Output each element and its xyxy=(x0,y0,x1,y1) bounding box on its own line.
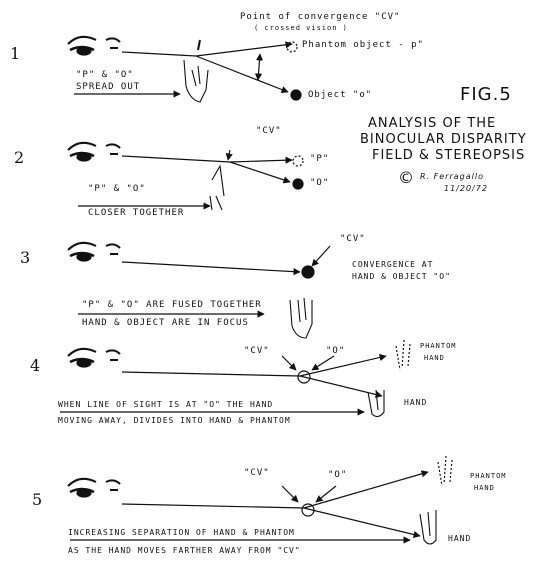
caption: Closer together xyxy=(88,208,185,218)
eyes-icon xyxy=(67,141,121,162)
caption: Spread out xyxy=(76,82,141,92)
title-line-3: FIELD & STEREOPSIS xyxy=(372,148,526,163)
phantom-label-1: Phantom xyxy=(420,342,457,350)
phantom-label-2: Hand xyxy=(474,484,495,492)
caption-line-2: Hand & object are in focus xyxy=(82,318,249,328)
cv-sub-label: ( crossed vision ) xyxy=(254,24,348,32)
panel-number-3: 3 xyxy=(20,248,31,267)
caption-line-1: Increasing separation of hand & phantom xyxy=(68,528,295,537)
object-label: Object "o" xyxy=(308,90,373,100)
convergence-label-1: Convergence at xyxy=(352,260,434,269)
hand-icon xyxy=(419,510,437,545)
caption-line-1: When line of sight is at "O" the hand xyxy=(58,400,274,409)
cv-label: Point of convergence "CV" xyxy=(240,12,401,22)
o-label: "O" xyxy=(326,346,346,356)
panel-3-art xyxy=(67,241,331,339)
panel-number-2: 2 xyxy=(14,148,25,167)
hand-label: Hand xyxy=(448,534,472,543)
caption-line-1: "P" & "O" are fused together xyxy=(82,300,262,310)
o-label: "O" xyxy=(328,470,348,480)
p-label: "P" xyxy=(310,154,330,164)
phantom-hand-icon xyxy=(437,455,453,487)
phantom-object-label: Phantom object - p" xyxy=(302,40,424,50)
panel-number-1: 1 xyxy=(10,44,21,63)
panel-4-art xyxy=(60,339,411,418)
cv-label: "CV" xyxy=(340,234,366,244)
hand-icon xyxy=(289,297,313,339)
title-line-2: BINOCULAR DISPARITY xyxy=(360,132,527,147)
eyes-icon xyxy=(67,35,121,56)
fig-label: FIG.5 xyxy=(460,84,512,105)
hand-icon xyxy=(183,59,209,103)
panel-5-art xyxy=(67,455,453,545)
eyes-icon xyxy=(67,241,121,262)
date: 11/20/72 xyxy=(444,184,488,193)
hand-label: Hand xyxy=(404,398,428,407)
hand-icon xyxy=(209,164,225,211)
po-label: "P" & "O" xyxy=(88,184,146,194)
panel-2-art xyxy=(67,141,304,211)
o-label: "O" xyxy=(310,178,330,188)
panel-1-art xyxy=(67,35,302,103)
cv-label: "CV" xyxy=(256,126,282,136)
hand-icon xyxy=(367,389,385,418)
eyes-icon xyxy=(67,477,121,498)
cv-label: "CV" xyxy=(244,346,270,356)
panel-number-5: 5 xyxy=(32,490,43,509)
author: R. Ferragallo xyxy=(420,172,484,181)
caption-line-2: as the hand moves farther away from "CV" xyxy=(68,546,301,555)
copyright-icon: © xyxy=(398,168,415,187)
po-label: "P" & "O" xyxy=(76,70,134,80)
panel-number-4: 4 xyxy=(30,356,41,375)
convergence-label-2: hand & object "O" xyxy=(352,272,451,281)
eyes-icon xyxy=(67,347,121,368)
phantom-label-2: Hand xyxy=(424,354,445,362)
phantom-hand-icon xyxy=(395,339,411,371)
title-line-1: ANALYSIS OF THE xyxy=(368,116,497,131)
phantom-label-1: Phantom xyxy=(470,472,507,480)
cv-label: "CV" xyxy=(244,468,270,478)
